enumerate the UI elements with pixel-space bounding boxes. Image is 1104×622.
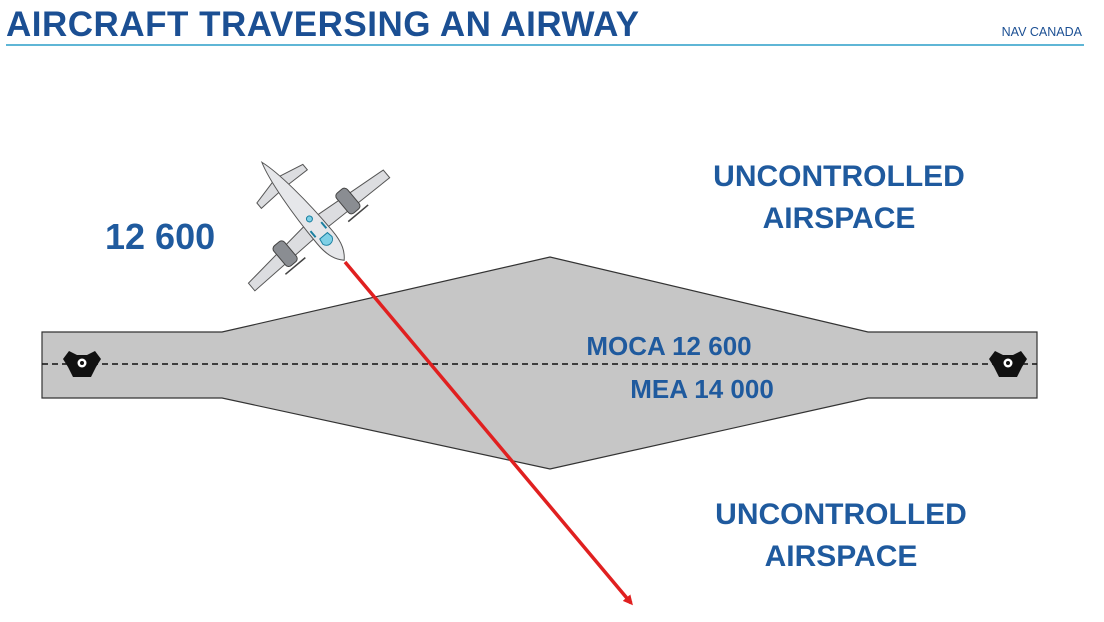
aircraft-track-arrow (343, 260, 633, 606)
vor-beacon-icon-right (989, 351, 1027, 377)
mea-label: MEA 14 000 (630, 374, 774, 404)
aircraft-altitude-label: 12 600 (105, 216, 215, 257)
vor-beacon-icon-left (63, 351, 101, 377)
airplane-icon (247, 161, 391, 292)
title-underline (6, 44, 1084, 46)
upper-airspace-label-line2: AIRSPACE (763, 202, 916, 235)
lower-airspace-label-line2: AIRSPACE (765, 540, 918, 573)
moca-label: MOCA 12 600 (586, 331, 751, 361)
airway-area (41, 256, 1038, 470)
slide-title: AIRCRAFT TRAVERSING AN AIRWAY (6, 5, 640, 44)
org-name: NAV CANADA (1001, 25, 1082, 39)
upper-airspace-label-line1: UNCONTROLLED (713, 160, 965, 193)
lower-airspace-label-line1: UNCONTROLLED (715, 498, 967, 531)
